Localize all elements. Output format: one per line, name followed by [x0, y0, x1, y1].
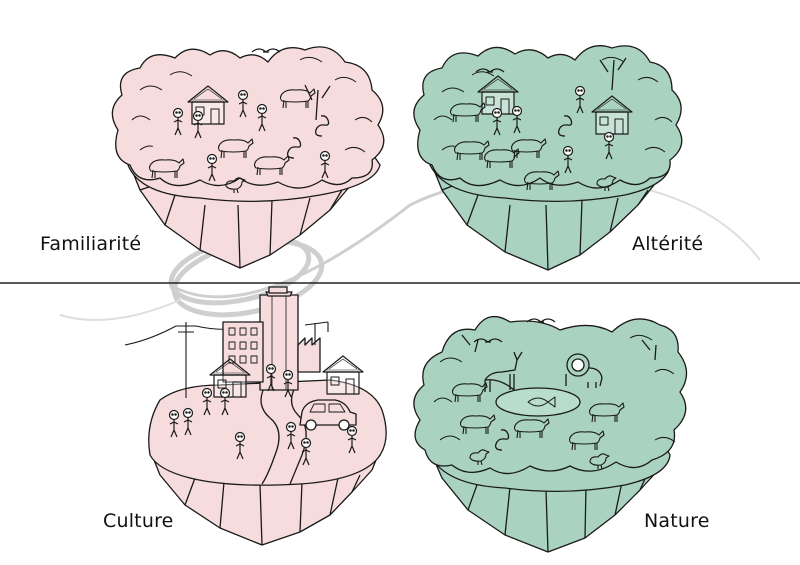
island-nature	[413, 315, 688, 553]
bird-icon	[251, 48, 281, 53]
island-culture	[124, 286, 387, 546]
lion-icon	[565, 353, 603, 388]
label-nature: Nature	[644, 510, 710, 532]
crane	[304, 321, 329, 345]
label-familiarite: Familiarité	[40, 233, 142, 255]
deer-icon	[484, 351, 523, 392]
factory	[297, 337, 321, 373]
car-icon	[299, 399, 357, 431]
label-alterite: Altérité	[632, 233, 704, 255]
pond	[495, 387, 581, 417]
label-culture: Culture	[103, 510, 174, 532]
clearing	[149, 94, 338, 177]
road	[260, 381, 307, 485]
office-building	[222, 321, 264, 383]
island-alterite	[413, 45, 683, 271]
house-icon	[322, 355, 364, 395]
island-familiarite	[111, 46, 385, 269]
fish-icon	[527, 396, 556, 408]
